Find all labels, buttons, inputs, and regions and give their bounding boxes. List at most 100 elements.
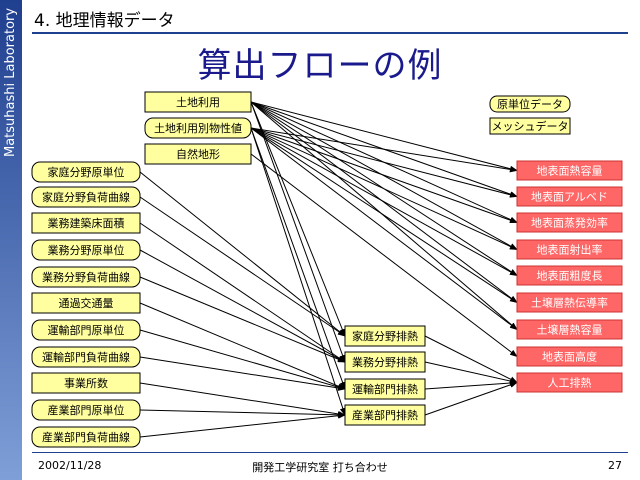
node-label: 自然地形	[176, 147, 220, 161]
node-box	[516, 239, 623, 260]
node-label: 地表面高度	[542, 350, 597, 364]
edge-h-heat-to-o9	[424, 335, 518, 383]
node-label: 運輸部門負荷曲線	[42, 350, 130, 364]
node-landprop: 土地利用別物性値	[144, 117, 252, 139]
node-label: 人工排熱	[548, 376, 592, 390]
edge-offices-to-i-heat	[139, 382, 346, 417]
node-h-unit: 家庭分野原単位	[31, 161, 141, 183]
node-box	[144, 143, 252, 165]
footer-center-text: 開発工学研究室 打ち合わせ	[252, 461, 388, 474]
node-o9: 人工排熱	[516, 372, 623, 393]
node-label: 地表面熱容量	[537, 164, 603, 178]
edge-b-heat-to-o9	[424, 361, 518, 384]
sidebar: Matsuhashi Laboratory	[0, 0, 22, 480]
node-label: 地表面粗度長	[537, 269, 603, 283]
edge-t-curve-to-t-heat	[139, 356, 346, 391]
node-label: 家庭分野負荷曲線	[42, 190, 130, 204]
edge-i-unit-to-i-heat	[139, 409, 346, 418]
edge-landuse-to-b-heat	[250, 101, 346, 363]
node-box	[31, 399, 141, 421]
node-b-area: 業務建築床面積	[31, 212, 141, 234]
node-offices: 事業所数	[31, 372, 141, 394]
node-label: 土壌層熱伝導率	[531, 296, 608, 310]
node-i-unit: 産業部門原単位	[31, 399, 141, 421]
title-divider	[32, 32, 628, 34]
legend-mesh-swatch	[489, 117, 571, 135]
node-b-heat: 業務分野排熱	[344, 351, 426, 373]
node-o1: 地表面熱容量	[516, 160, 623, 181]
node-o7: 土壌層熱容量	[516, 319, 623, 340]
node-box	[31, 161, 141, 183]
node-t-heat: 運輸部門排熱	[344, 378, 426, 400]
node-i-curve: 産業部門負荷曲線	[31, 426, 141, 448]
edge-b-curve-to-b-heat	[139, 276, 346, 363]
node-label: 地表面アルベド	[531, 190, 608, 204]
node-o2: 地表面アルベド	[516, 186, 623, 207]
node-label: 家庭分野排熱	[352, 329, 418, 343]
node-label: 業務分野負荷曲線	[42, 270, 130, 284]
edge-h-curve-to-h-heat	[139, 196, 346, 337]
node-landuse: 土地利用	[144, 91, 252, 113]
node-label: 土壌層熱容量	[537, 323, 603, 337]
node-o6: 土壌層熱伝導率	[516, 292, 623, 313]
edge-landprop-to-o3	[250, 127, 518, 223]
node-o8: 地表面高度	[516, 346, 623, 367]
node-label: 地表面蒸発効率	[531, 216, 608, 230]
page-number: 27	[608, 459, 622, 472]
node-box	[516, 212, 623, 233]
node-t-curve: 運輸部門負荷曲線	[31, 346, 141, 368]
node-traffic: 通過交通量	[31, 292, 141, 314]
legend: 原単位データ メッシュデータ	[489, 95, 571, 135]
node-box	[31, 426, 141, 448]
node-box	[144, 117, 252, 139]
node-b-curve: 業務分野負荷曲線	[31, 266, 141, 288]
node-t-unit: 運輸部門原単位	[31, 319, 141, 341]
node-label: 土地利用	[176, 96, 220, 109]
node-label: 運輸部門原単位	[48, 323, 125, 337]
node-box	[516, 372, 623, 393]
slide-title: 算出フローの例	[197, 46, 443, 86]
edge-landprop-to-o5	[250, 127, 518, 276]
node-label: 通過交通量	[59, 296, 114, 310]
node-box	[516, 319, 623, 340]
node-box	[31, 212, 141, 234]
edge-i-heat-to-o9	[424, 382, 518, 416]
node-box	[344, 351, 426, 373]
edge-landuse-to-o1	[250, 101, 518, 172]
node-label: 業務分野排熱	[352, 355, 418, 369]
footer-date: 2002/11/28	[38, 459, 102, 472]
edge-landprop-to-o6	[250, 127, 518, 304]
edge-i-curve-to-i-heat	[139, 412, 346, 438]
node-label: 事業所数	[64, 377, 108, 390]
node-box	[516, 346, 623, 367]
edge-landprop-to-o2	[250, 127, 518, 198]
node-label: 業務建築床面積	[48, 216, 125, 230]
node-i-heat: 産業部門排熱	[344, 404, 426, 426]
footer-divider	[32, 452, 628, 453]
node-box	[516, 186, 623, 207]
node-box	[516, 292, 623, 313]
node-label: 運輸部門排熱	[352, 382, 418, 396]
edge-landprop-to-i-heat	[250, 127, 346, 416]
node-label: 土地利用別物性値	[154, 121, 242, 135]
node-label: 産業部門原単位	[48, 403, 125, 417]
node-h-heat: 家庭分野排熱	[344, 325, 426, 347]
legend-unit-swatch	[489, 95, 571, 113]
node-box	[31, 372, 141, 394]
node-box	[31, 292, 141, 314]
edge-landuse-to-h-heat	[250, 101, 346, 337]
edge-terrain-to-o8	[250, 153, 518, 358]
nodes-layer: 土地利用土地利用別物性値自然地形家庭分野原単位家庭分野負荷曲線業務建築床面積業務…	[31, 91, 623, 448]
node-box	[516, 160, 623, 181]
node-box	[31, 186, 141, 208]
legend-mesh-label: メッシュデータ	[492, 119, 569, 133]
node-box	[516, 265, 623, 286]
node-box	[31, 239, 141, 261]
edge-traffic-to-t-heat	[139, 302, 346, 390]
node-terrain: 自然地形	[144, 143, 252, 165]
node-o4: 地表面射出率	[516, 239, 623, 260]
edge-landprop-to-o7	[250, 127, 518, 331]
section-title: 4. 地理情報データ	[34, 11, 175, 31]
node-b-unit: 業務分野原単位	[31, 239, 141, 261]
